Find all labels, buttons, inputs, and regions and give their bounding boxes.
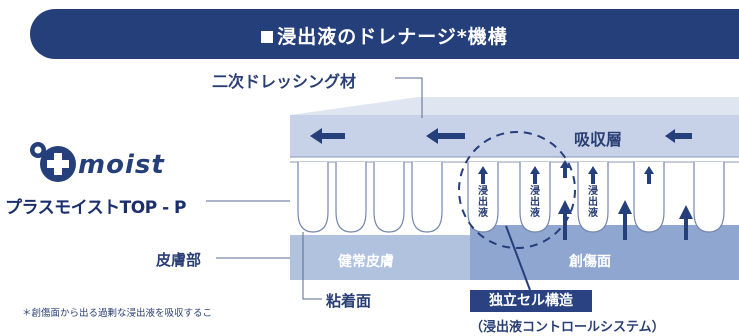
absorption-layer — [290, 115, 739, 157]
skin-label: 皮膚部 — [156, 251, 202, 269]
skin-bottom-edge — [290, 280, 739, 283]
up-arrow-icon — [558, 200, 572, 240]
cell — [335, 162, 367, 233]
left-arrow-group — [310, 128, 692, 144]
left-arrow-icon — [426, 128, 465, 144]
product-name: プラスモイストTOP - P — [5, 198, 187, 218]
plus-circle-logo-icon — [30, 142, 76, 182]
wound-region — [470, 225, 739, 280]
moist-logo: moist — [28, 140, 213, 190]
pointer-line — [505, 225, 531, 291]
cell — [519, 162, 551, 233]
cell-structure-title: 独立セル構造 — [470, 290, 592, 312]
leader-adhesive — [302, 232, 322, 300]
wound-surface-label: 創傷面 — [569, 254, 611, 270]
left-arrow-icon — [665, 129, 692, 143]
cell-highlight-circle — [458, 131, 576, 249]
up-arrow-icon — [588, 166, 598, 184]
exudate-label: 浸出液 — [478, 186, 488, 219]
cell — [693, 162, 725, 233]
secondary-dressing-label: 二次ドレッシング材 — [212, 72, 357, 91]
cell-group — [297, 162, 725, 233]
cell — [373, 162, 405, 233]
up-arrow-icon — [644, 166, 654, 184]
cell-structure-subtitle: （浸出液コントロールシステム） — [470, 320, 665, 335]
cell — [467, 162, 499, 233]
adhesive-surface-label: 粘着面 — [326, 292, 372, 310]
up-arrow-group — [478, 160, 693, 240]
leader-secondary-dressing — [395, 77, 423, 118]
cell — [297, 162, 329, 233]
exudate-label: 浸出液 — [588, 186, 598, 219]
cell — [633, 162, 665, 233]
up-arrow-icon — [478, 166, 488, 184]
cell — [577, 162, 609, 233]
title-banner: 浸出液のドレナージ*機構 — [30, 9, 739, 59]
banner-title-text: 浸出液のドレナージ*機構 — [277, 26, 508, 48]
normal-skin-label: 健常皮膚 — [338, 254, 394, 270]
normal-skin-region — [290, 235, 470, 280]
absorption-layer-label: 吸収層 — [574, 130, 623, 149]
left-arrow-icon — [310, 128, 345, 144]
up-arrow-icon — [560, 160, 570, 178]
cell — [411, 162, 443, 233]
logo-text: moist — [78, 150, 165, 180]
banner-title: 浸出液のドレナージ*機構 — [30, 22, 739, 49]
square-bullet-icon — [261, 31, 274, 43]
footnote: ＊創傷面から出る過剰な浸出液を吸収するこ — [22, 308, 213, 319]
up-arrow-icon — [618, 200, 632, 240]
up-arrow-icon — [530, 166, 540, 184]
exudate-label: 浸出液 — [530, 186, 540, 219]
leader-lines — [206, 77, 423, 300]
up-arrow-icon — [679, 205, 693, 240]
